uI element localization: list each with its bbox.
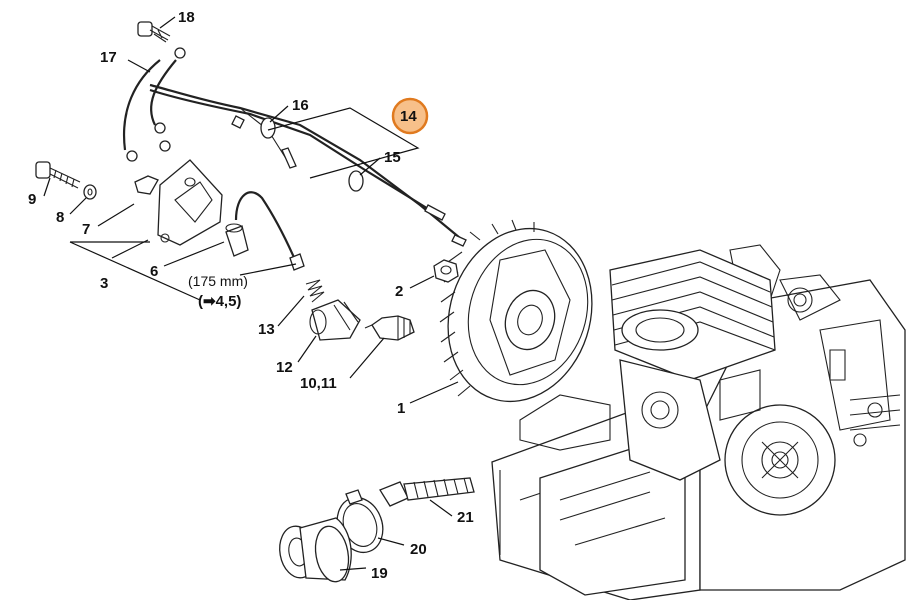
label-17: 17 xyxy=(100,49,117,66)
label-20: 20 xyxy=(410,541,427,558)
intake-manifold xyxy=(279,517,352,583)
nut-part xyxy=(433,259,459,283)
label-6: 6 xyxy=(150,263,158,280)
label-7: 7 xyxy=(82,221,90,238)
flywheel xyxy=(439,219,593,403)
label-18: 18 xyxy=(178,9,195,26)
spark-plug-boot xyxy=(225,223,249,257)
label-16: 16 xyxy=(292,97,309,114)
label-14: 14 xyxy=(400,108,417,125)
screw-part-9 xyxy=(35,161,81,189)
label-21: 21 xyxy=(457,509,474,526)
wiring-harness xyxy=(123,47,467,247)
ignition-module xyxy=(134,159,223,246)
label-12: 12 xyxy=(276,359,293,376)
label-19: 19 xyxy=(371,565,388,582)
washer-part-8 xyxy=(83,184,97,200)
screw-part-18 xyxy=(137,21,171,43)
ignition-lead xyxy=(234,191,305,271)
highlight-marker xyxy=(391,97,429,135)
label-15: 15 xyxy=(384,149,401,166)
label-8: 8 xyxy=(56,209,64,226)
boot-cap-part-12 xyxy=(309,299,361,341)
threaded-sleeve xyxy=(379,477,475,507)
engine-crankcase xyxy=(491,244,906,601)
lead-length-note: (175 mm) xyxy=(188,273,248,289)
label-2: 2 xyxy=(395,283,403,300)
label-9: 9 xyxy=(28,191,36,208)
spring-part-13 xyxy=(305,279,325,303)
label-1: 1 xyxy=(397,400,405,417)
reference-note: (➡4,5) xyxy=(198,293,241,310)
spark-plug xyxy=(364,315,415,341)
leader-lines xyxy=(43,16,459,571)
label-3: 3 xyxy=(100,275,108,292)
label-13: 13 xyxy=(258,321,275,338)
label-10-11: 10,11 xyxy=(300,375,337,392)
